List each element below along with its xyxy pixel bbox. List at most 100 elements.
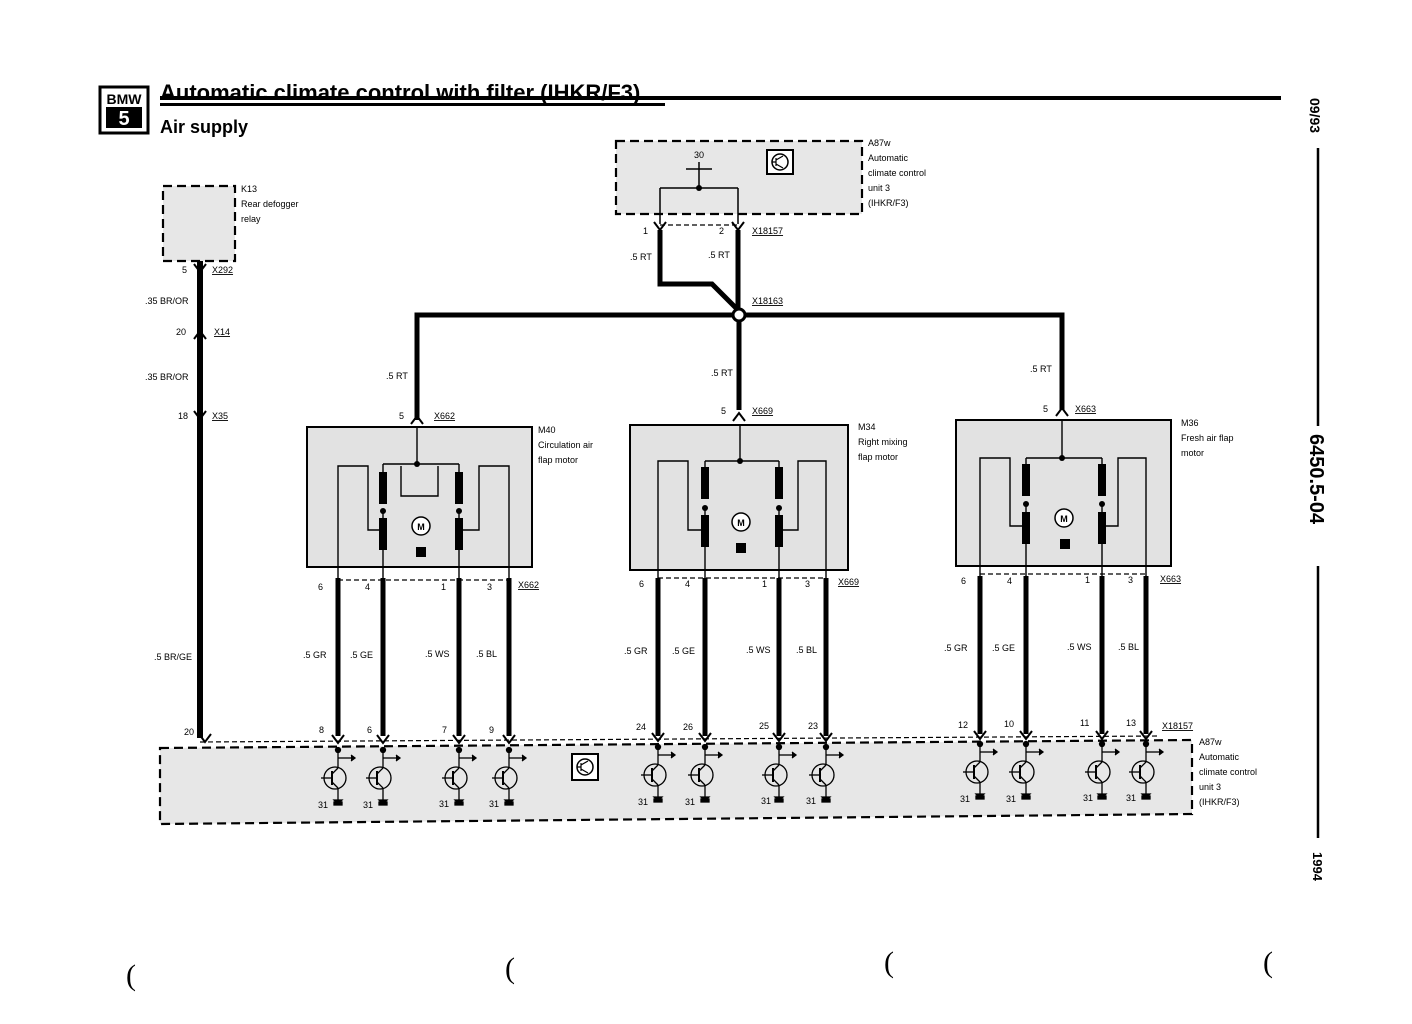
m40-motor-pin2: 4 [365,582,370,592]
a87w-bottom-line4: (IHKR/F3) [1199,797,1240,807]
m34-motor-pin3: 1 [762,579,767,589]
m36-motor-pin2: 4 [1007,576,1012,586]
a87w-bottom-line1: Automatic [1199,752,1240,762]
m34-motor-symbol: M [737,518,745,528]
m36-wire-ws: .5 WS [1067,642,1092,652]
m36-motor-symbol: M [1060,514,1068,524]
m34-unit-pin4: 23 [808,721,818,731]
m34-wire-ws: .5 WS [746,645,771,655]
x669-bottom-label: X669 [838,577,859,587]
title-underline [160,103,665,106]
page-subtitle: Air supply [160,117,248,137]
a87w-bottom-line2: climate control [1199,767,1257,777]
motor-icon [731,512,751,532]
driver-stage [1129,740,1165,800]
scan-marks: ( ( ( ( [126,946,1273,992]
motor-icon [411,516,431,536]
bmw-series-number: 5 [118,108,129,130]
driver-stage [1009,740,1045,800]
x14-label: X14 [214,327,230,337]
a87w-top-pin1: 1 [643,226,648,236]
m40-wire-ge: .5 GE [350,650,373,660]
bmw-logo-text: BMW [107,91,143,107]
a87w-bottom-unit: A87w Automatic climate control unit 3 (I… [158,730,1257,826]
svg-text:(: ( [1263,946,1273,979]
x35-label: X35 [212,411,228,421]
m34-motor-pin1: 6 [639,579,644,589]
k13-wire: 5 X292 .35 BR/OR 20 X14 .35 BR/OR 18 X35… [145,261,233,744]
ground-pin: 31 [1126,793,1136,803]
m40-id: M40 [538,425,556,435]
driver-stage [809,743,845,803]
m36-output-wires: 6 4 1 3 X663 .5 GR .5 GE .5 WS .5 BL 12 … [944,573,1193,734]
bus-wire-color3: .5 RT [1030,364,1052,374]
m34-wire-bl: .5 BL [796,645,817,655]
bmw-series-block [106,107,142,128]
ground-pin: 31 [685,797,695,807]
a87w-top-line3: unit 3 [868,183,890,193]
x18157-bottom-label: X18157 [1162,721,1193,731]
k13-wire-color1: .35 BR/OR [145,296,189,306]
x663-top-label: X663 [1075,404,1096,414]
top-wire-color1: .5 RT [630,252,652,262]
ground-pin: 31 [638,797,648,807]
k13-line1: Rear defogger [241,199,299,209]
m34-unit-pin1: 24 [636,722,646,732]
m34-motor-pin2: 4 [685,579,690,589]
m36-motor-pin1: 6 [961,576,966,586]
ground-pin: 31 [761,796,771,806]
driver-stage [762,743,798,803]
transistor-drivers [321,740,1165,806]
m36-wire-gr: .5 GR [944,643,968,653]
m40-unit-pin2: 6 [367,725,372,735]
motor-icon [1054,508,1074,528]
ground-pin: 31 [318,800,328,810]
m40-pin5: 5 [399,411,404,421]
m40-motor-symbol: M [417,522,425,532]
m34-unit-pin2: 26 [683,722,693,732]
m34-wire-ge: .5 GE [672,646,695,656]
driver-stage [442,746,478,806]
m40-wire-bl: .5 BL [476,649,497,659]
m36-unit-pin3: 11 [1080,718,1089,728]
x35-pin18: 18 [178,411,188,421]
page-title: Automatic climate control with filter (I… [160,80,640,105]
x14-pin20: 20 [176,327,186,337]
side-year: 1994 [1310,852,1325,882]
driver-stage [688,743,724,803]
k13-wire-color2: .35 BR/OR [145,372,189,382]
m40-wire-gr: .5 GR [303,650,327,660]
m34-wire-gr: .5 GR [624,646,648,656]
ground-pin: 31 [363,800,373,810]
limit-switch-icon [1060,539,1070,549]
svg-text:(: ( [126,959,136,992]
x669-top-label: X669 [752,406,773,416]
a87w-top-id: A87w [868,138,891,148]
m36-unit-pin1: 12 [958,720,968,730]
header: BMW 5 Automatic climate control with fil… [98,80,1281,137]
m34-output-wires: 6 4 1 3 X669 .5 GR .5 GE .5 WS .5 BL 24 … [624,577,859,736]
x662-top-label: X662 [434,411,455,421]
distribution-bus: .5 RT .5 RT .5 RT [386,307,1065,420]
x663-bottom-label: X663 [1160,574,1181,584]
side-doc-number: 6450.5-04 [1305,434,1327,525]
k13-relay: K13 Rear defogger relay [161,184,299,263]
ground-pin: 31 [806,796,816,806]
motor-m40: M 5 X662 M40 Circulation air flap motor [306,411,593,578]
motor-m36: M 5 X663 M36 Fresh air flap motor [955,404,1234,576]
m40-motor-pin3: 1 [441,582,446,592]
m36-wire-bl: .5 BL [1118,642,1139,652]
m40-unit-pin4: 9 [489,725,494,735]
driver-stage [963,740,999,800]
m40-line1: Circulation air [538,440,593,450]
ground-labels: 31 31 31 31 31 31 31 31 31 31 31 31 [318,793,1136,810]
m34-unit-pin3: 25 [759,721,769,731]
a87w-bottom-line3: unit 3 [1199,782,1221,792]
unit-pin20: 20 [184,727,194,737]
m36-pin5: 5 [1043,404,1048,414]
a87w-bottom-header-arrows [331,730,1153,745]
a87w-top-wires: 1 2 X18157 .5 RT .5 RT X18163 [630,221,783,312]
a87w-bottom-id: A87w [1199,737,1222,747]
motor-m34: M 5 X669 M34 Right mixing flap motor [629,406,908,578]
